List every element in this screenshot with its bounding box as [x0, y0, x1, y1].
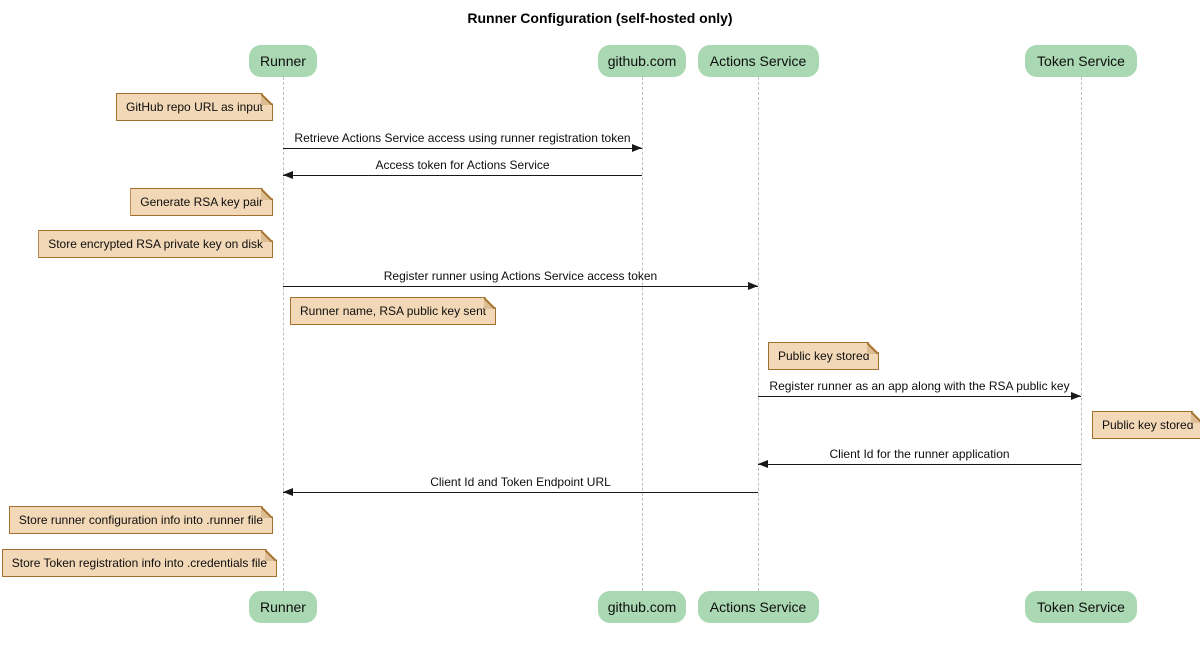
lifeline-github [641, 77, 643, 591]
message-arrowhead [632, 144, 642, 152]
note-fold-icon [1191, 412, 1200, 423]
note-fold-icon [261, 507, 272, 518]
note-fold-icon [261, 231, 272, 242]
message-arrowhead [283, 488, 293, 496]
note: Public key stored [1092, 411, 1200, 439]
participant-github-top: github.com [598, 45, 686, 77]
message-arrowhead [283, 171, 293, 179]
note-fold-icon [867, 343, 878, 354]
note-fold-icon [261, 189, 272, 200]
note: Store runner configuration info into .ru… [9, 506, 273, 534]
note: Store encrypted RSA private key on disk [38, 230, 273, 258]
message-line [758, 464, 1081, 465]
diagram-title: Runner Configuration (self-hosted only) [467, 10, 733, 26]
lifeline-token-service [1080, 77, 1082, 591]
message-line [758, 396, 1081, 397]
message-line [283, 175, 642, 176]
note-text: Store runner configuration info into .ru… [18, 513, 263, 527]
participant-actions-service-bottom: Actions Service [697, 591, 819, 623]
message-label: Access token for Actions Service [375, 158, 550, 172]
message-label: Client Id and Token Endpoint URL [430, 475, 611, 489]
message-label: Register runner using Actions Service ac… [383, 269, 658, 283]
note-fold-icon [484, 298, 495, 309]
message-line [283, 148, 642, 149]
message-arrowhead [1071, 392, 1081, 400]
lifeline-runner [282, 77, 284, 591]
participant-runner-bottom: Runner [249, 591, 317, 623]
message-line [283, 492, 758, 493]
participant-token-service-top: Token Service [1025, 45, 1137, 77]
note: Generate RSA key pair [130, 188, 273, 216]
message-label: Client Id for the runner application [829, 447, 1010, 461]
lifeline-actions-service [757, 77, 759, 591]
message-line [283, 286, 758, 287]
note-text: Public key stored [778, 349, 870, 363]
message-arrowhead [758, 460, 768, 468]
note-text: GitHub repo URL as input [126, 100, 263, 114]
participant-runner-top: Runner [249, 45, 317, 77]
note-text: Store encrypted RSA private key on disk [48, 237, 263, 251]
note-text: Store Token registration info into .cred… [11, 556, 267, 570]
note: Runner name, RSA public key sent [290, 297, 496, 325]
participant-actions-service-top: Actions Service [697, 45, 819, 77]
message-label: Retrieve Actions Service access using ru… [294, 131, 631, 145]
note: Public key stored [768, 342, 879, 370]
note-text: Generate RSA key pair [140, 195, 263, 209]
note-fold-icon [265, 550, 276, 561]
note-fold-icon [261, 94, 272, 105]
note-text: Public key stored [1102, 418, 1194, 432]
note-text: Runner name, RSA public key sent [300, 304, 487, 318]
participant-github-bottom: github.com [598, 591, 686, 623]
note: Store Token registration info into .cred… [2, 549, 277, 577]
note: GitHub repo URL as input [116, 93, 273, 121]
message-label: Register runner as an app along with the… [769, 379, 1070, 393]
message-arrowhead [748, 282, 758, 290]
participant-token-service-bottom: Token Service [1025, 591, 1137, 623]
